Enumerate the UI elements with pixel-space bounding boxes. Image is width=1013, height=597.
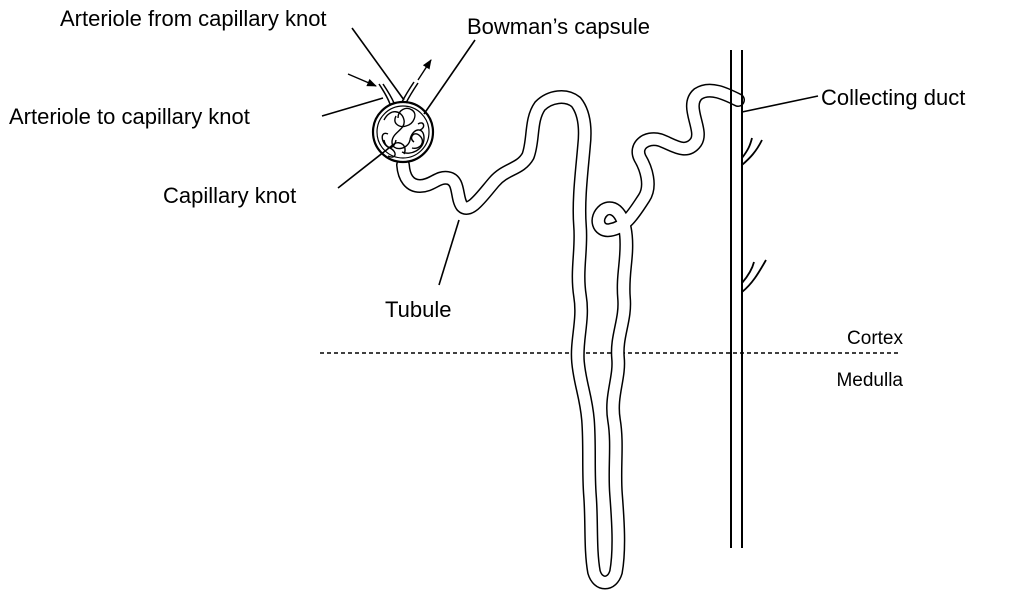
label-arteriole-from: Arteriole from capillary knot — [60, 6, 327, 31]
label-medulla: Medulla — [836, 370, 903, 391]
leader-tubule — [439, 220, 459, 285]
arrow-out-of-knot — [418, 60, 431, 80]
leader-capillary-knot — [338, 144, 394, 188]
leader-arteriole-from — [352, 28, 404, 100]
label-cortex: Cortex — [847, 328, 903, 349]
leader-bowmans-capsule — [424, 40, 475, 114]
label-tubule: Tubule — [385, 297, 451, 322]
leader-collecting-duct — [742, 96, 818, 112]
label-bowmans-capsule: Bowman’s capsule — [467, 14, 650, 39]
label-arteriole-to: Arteriole to capillary knot — [9, 104, 250, 129]
collecting-duct — [731, 50, 742, 548]
nephron-tubule — [403, 91, 738, 583]
label-collecting-duct: Collecting duct — [821, 85, 965, 110]
duct-branches — [742, 138, 766, 292]
leader-arteriole-to — [322, 98, 383, 116]
arrow-into-knot — [348, 74, 376, 86]
label-capillary-knot: Capillary knot — [163, 183, 296, 208]
